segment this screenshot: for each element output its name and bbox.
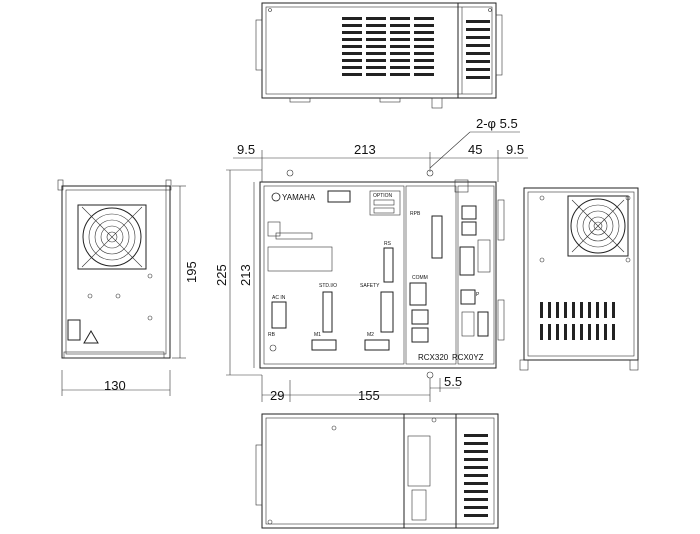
rs-label: RS [384,241,392,247]
bottom-offset-label: 29 [270,388,284,403]
sub-model-label: RCX0YZ [452,353,484,362]
ac-in-connector [271,301,287,329]
right-side-vents [540,302,615,340]
brand-text: YAMAHA [282,193,316,202]
right-side-view [519,187,639,371]
mount-height-label: 213 [238,264,253,286]
hole-spec-label: 2-φ 5.5 [476,116,518,131]
overall-height-label: 225 [214,264,229,286]
rs-connector [383,247,394,283]
rb-label: RB [268,332,276,338]
m1-label: M1 [314,332,321,338]
dimension-lines [61,131,528,402]
comm-label: COMM [412,275,428,281]
fan-icon [567,195,629,257]
std-io-label: STD.I/O [319,283,337,289]
model-label: RCX320 [418,353,449,362]
bottom-vents [464,434,488,517]
hole-spacing-label: 155 [358,388,380,403]
bottom-view [255,413,499,529]
fan-icon [77,204,147,270]
safety-label: SAFETY [360,283,380,289]
main-width-label: 213 [354,142,376,157]
brand-logo: YAMAHA [271,192,316,202]
option-label: OPTION [373,193,393,199]
top-vents [342,17,490,79]
ac-in-label: AC IN [272,295,286,301]
safety-connector [380,291,394,333]
option-connector [431,215,443,259]
p-label: P [476,292,480,298]
side-width-label: 45 [468,142,482,157]
side-height-label: 195 [184,261,199,283]
hole-dia-label: 5.5 [444,374,462,389]
std-io-connector [322,291,333,333]
side-width-130-label: 130 [104,378,126,393]
right-margin-label: 9.5 [506,142,524,157]
m2-connector [364,339,390,351]
comm-connector [409,282,427,306]
m1-connector [311,339,337,351]
dimension-labels: 2-φ 5.5 9.5 213 45 9.5 225 213 195 130 2… [104,116,524,403]
left-margin-label: 9.5 [237,142,255,157]
m2-label: M2 [367,332,374,338]
rpb-label: RPB [410,211,421,217]
left-side-view [57,179,172,359]
front-view: YAMAHA OPTION RS STD.I/O SAFETY AC IN M1… [259,169,505,379]
top-view [255,2,503,109]
